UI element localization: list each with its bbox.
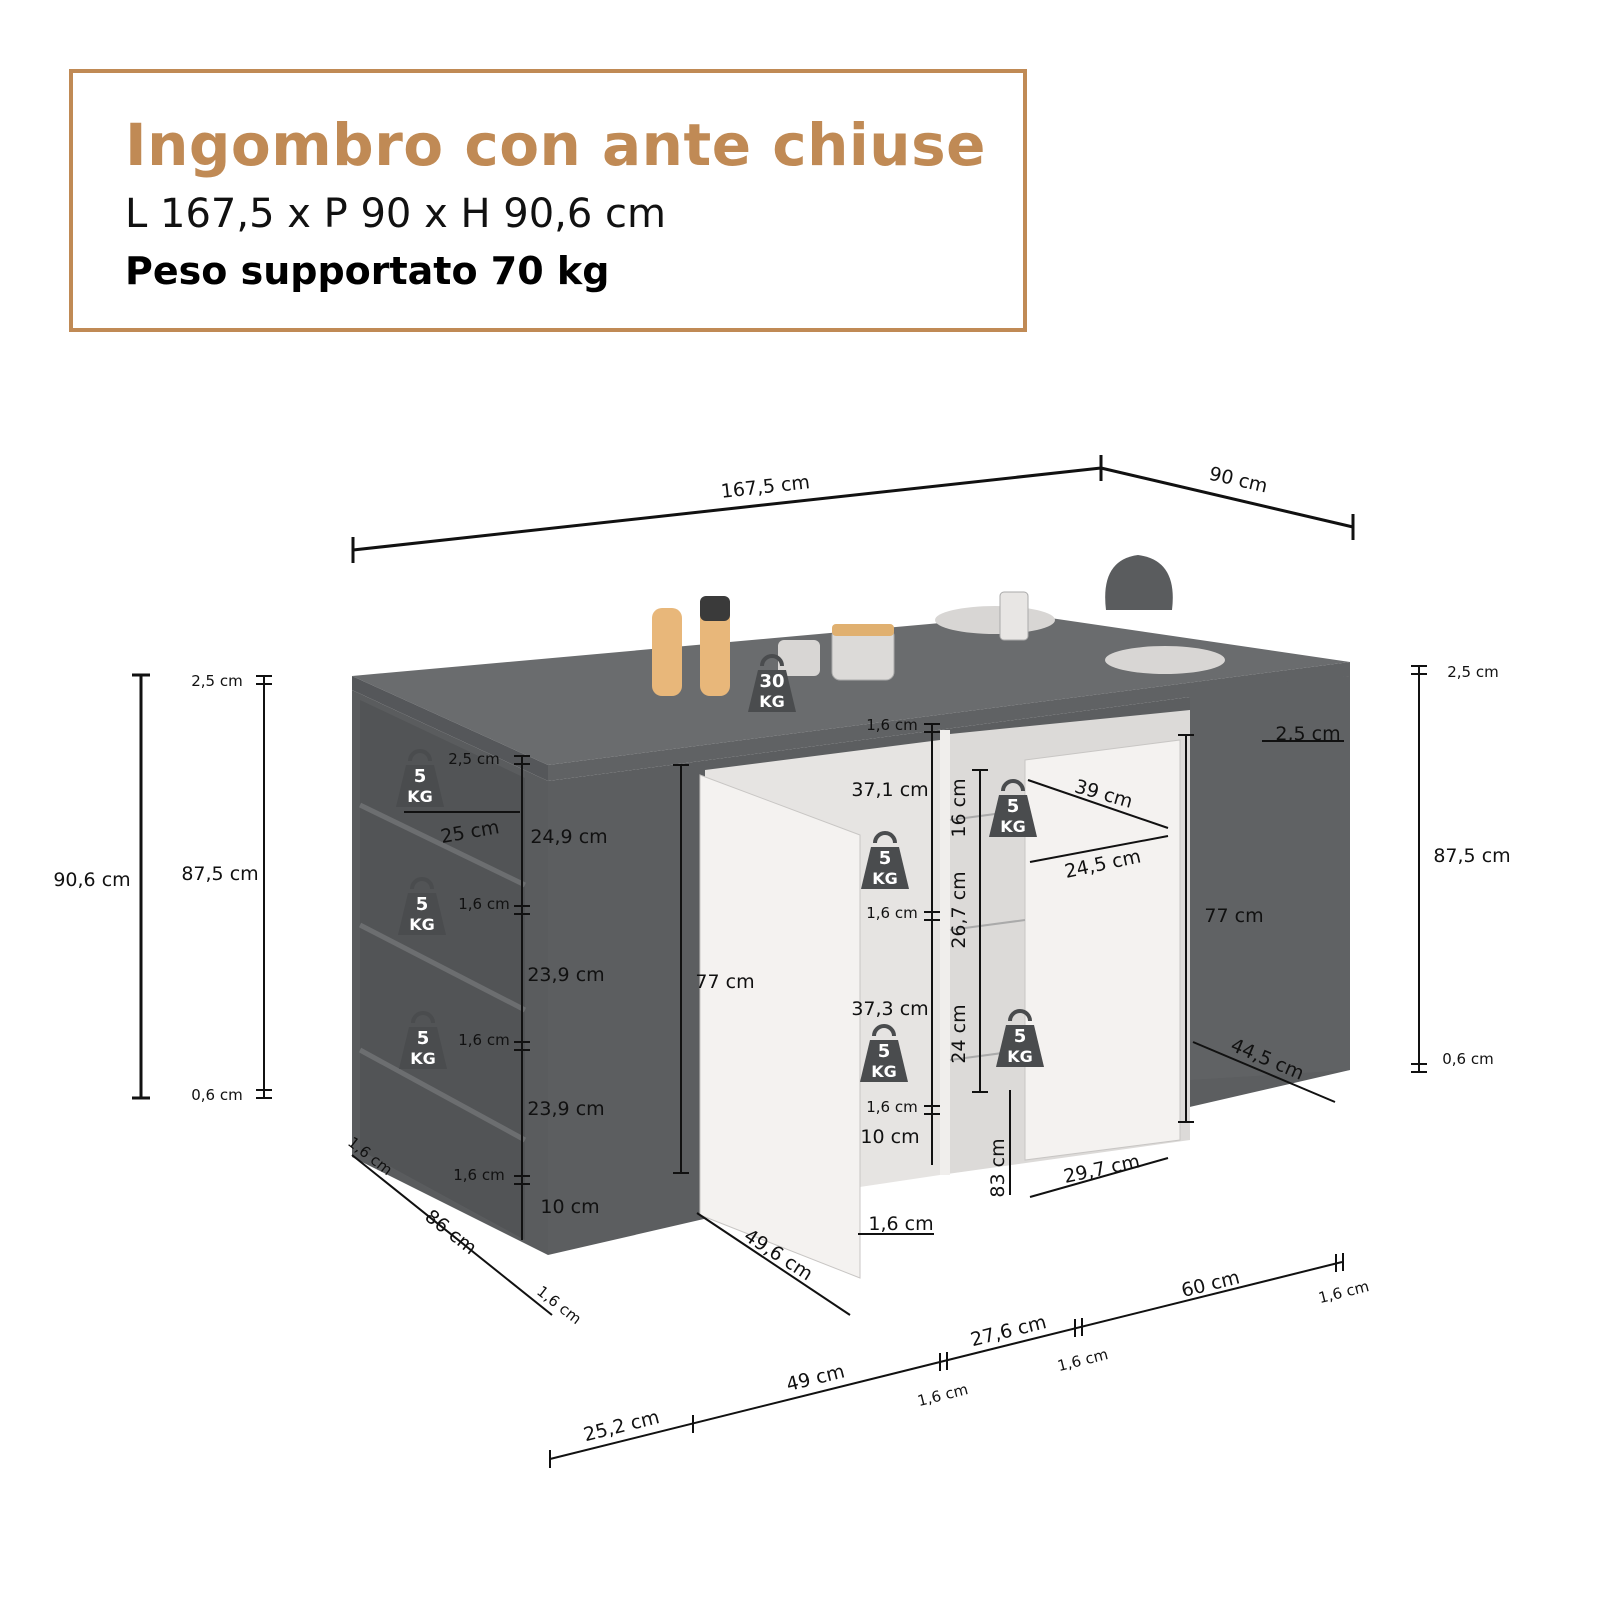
dimension-labels: 167,5 cm 90 cm 90,6 cm 87,5 cm 87,5 cm 2… [53,463,1510,1446]
glass [999,591,1029,641]
dim-drawer-h3: 24 cm [948,1004,970,1063]
dim-width: 167,5 cm [720,471,811,503]
svg-text:KG: KG [872,869,898,888]
dim-bottom-t3: 1,6 cm [1317,1277,1371,1307]
dim-mid-h1: 37,1 cm [851,779,928,801]
plate-back [935,606,1055,634]
info-title: Ingombro con ante chiuse [125,111,986,179]
dim-door-right-h: 77 cm [1204,905,1263,927]
dim-depth: 90 cm [1207,463,1270,498]
dim-height: 90,6 cm [53,869,130,891]
dim-bottom-w2: 49 cm [784,1360,847,1396]
weight-icon-compartment-1: 5 KG [859,831,911,891]
info-dimensions: L 167,5 x P 90 x H 90,6 cm [125,191,666,237]
shelf-1 [358,802,527,888]
dim-bottom-w4: 60 cm [1179,1266,1242,1302]
jar-lid [832,624,894,636]
dim-shelf-h1: 24,9 cm [530,826,607,848]
svg-text:5: 5 [417,1028,430,1049]
dim-drawer-h2: 26,7 cm [948,871,970,948]
dim-shelf-bottom: 10 cm [540,1196,599,1218]
dim-shelf-h3: 23,9 cm [527,1098,604,1120]
dim-height-inner-left: 87,5 cm [181,863,258,885]
mill-cap [700,596,730,621]
weight-icon-top: 30 KG [746,654,798,714]
dim-right-top-offset: 2,5 cm [1275,723,1340,745]
svg-text:5: 5 [878,1041,891,1062]
svg-text:30: 30 [759,671,784,692]
svg-text:KG: KG [1007,1047,1033,1066]
pepper-mill-2 [700,600,730,696]
weight-icon-shelf-3: 5 KG [397,1011,449,1071]
svg-text:KG: KG [407,787,433,806]
dim-top-right: 2,5 cm [1447,663,1498,681]
dim-drawer-base: 83 cm [987,1138,1009,1197]
drawer-line-2 [949,919,1026,931]
dim-bottom-t2: 1,6 cm [1056,1345,1110,1375]
svg-text:5: 5 [1007,796,1020,817]
weight-icon-shelf-2: 5 KG [396,877,448,937]
dimension-lines [132,455,1355,1100]
kettle [1105,555,1173,610]
svg-text:KG: KG [759,692,785,711]
thin-dimension-lines [256,665,1427,1468]
shelf-2 [358,922,527,1013]
weight-icon-drawer-1: 5 KG [987,779,1039,839]
right-panel [1190,676,1350,1080]
tabletop-decor [652,555,1225,696]
dim-base-right: 0,6 cm [1442,1050,1493,1068]
weight-icon-drawer-2: 5 KG [994,1009,1046,1069]
svg-text:5: 5 [414,766,427,787]
dim-door-left-h: 77 cm [695,971,754,993]
jar-small [778,640,820,676]
cabinet-body [352,615,1350,1279]
center-partition [940,730,950,1175]
info-weight: Peso supportato 70 kg [125,249,610,293]
weight-icon-compartment-2: 5 KG [858,1024,910,1084]
svg-text:KG: KG [409,915,435,934]
dim-base-left: 0,6 cm [191,1086,242,1104]
depth-line [1100,466,1354,529]
dim-shelf-t2: 1,6 cm [458,1031,509,1049]
svg-text:KG: KG [410,1049,436,1068]
dim-mid-t1: 1,6 cm [866,904,917,922]
svg-text:5: 5 [416,894,429,915]
width-line [352,466,1102,552]
dim-shelf-t3: 1,6 cm [453,1166,504,1184]
weight-icon-shelf-1: 5 KG [394,749,446,809]
dim-mid-h2: 37,3 cm [851,998,928,1020]
pepper-mill-1 [652,608,682,696]
dim-shelf-t1: 1,6 cm [458,895,509,913]
countertop [352,615,1350,765]
svg-text:KG: KG [871,1062,897,1081]
countertop-edge-front [548,662,1350,781]
dim-drawer-h1: 16 cm [948,778,970,837]
shelf-3 [358,1047,527,1143]
dim-mid-bottom: 10 cm [860,1126,919,1148]
dim-door-thick: 1,6 cm [868,1213,933,1235]
dim-shelf-h2: 23,9 cm [527,964,604,986]
dim-mid-top: 1,6 cm [866,716,917,734]
svg-text:5: 5 [1014,1026,1027,1047]
countertop-edge-left [352,676,548,781]
plate-front [1105,646,1225,674]
dim-shelf-top: 2,5 cm [448,750,499,768]
svg-text:KG: KG [1000,817,1026,836]
dim-mid-t2: 1,6 cm [866,1098,917,1116]
left-door [699,774,861,1279]
info-box: Ingombro con ante chiuse L 167,5 x P 90 … [69,69,1027,332]
dim-bottom-t1: 1,6 cm [916,1380,970,1410]
dim-top-left: 2,5 cm [191,672,242,690]
svg-text:5: 5 [879,848,892,869]
dim-height-inner-right: 87,5 cm [1433,845,1510,867]
